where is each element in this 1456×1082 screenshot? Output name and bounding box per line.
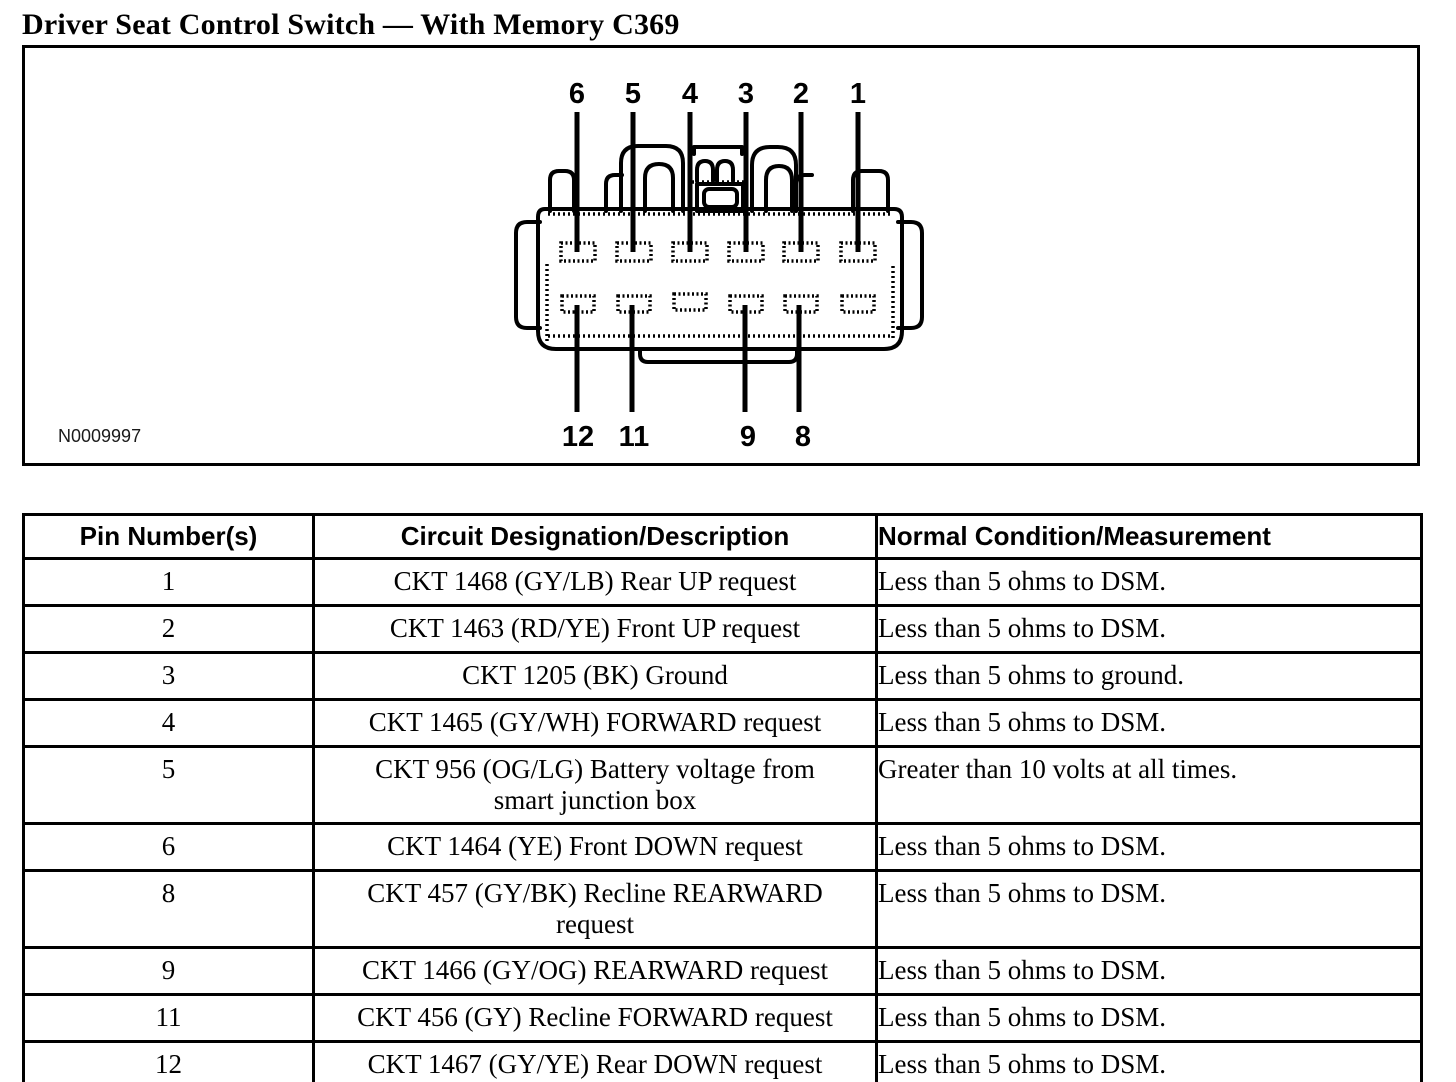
connector-body-outline — [536, 207, 904, 351]
table-header-row: Pin Number(s) Circuit Designation/Descri… — [22, 513, 1423, 560]
pin-number-cell: 6 — [22, 822, 315, 872]
cavity-top-4 — [671, 241, 709, 263]
table-row-pin-11: 11 CKT 456 (GY) Recline FORWARD request … — [22, 993, 1423, 1043]
pin-label-4: 4 — [682, 78, 698, 110]
circuit-cell: CKT 456 (GY) Recline FORWARD request — [312, 993, 878, 1043]
table-row-pin-6: 6 CKT 1464 (YE) Front DOWN request Less … — [22, 822, 1423, 872]
table-row-pin-8: 8 CKT 457 (GY/BK) Recline REARWARD reque… — [22, 869, 1423, 949]
table-row-pin-2: 2 CKT 1463 (RD/YE) Front UP request Less… — [22, 604, 1423, 654]
page-title: Driver Seat Control Switch — With Memory… — [22, 8, 680, 41]
latch-right-arch-outer — [750, 145, 798, 213]
pin-number-cell: 8 — [22, 869, 315, 949]
pin-label-3: 3 — [738, 78, 754, 110]
circuit-cell: CKT 1463 (RD/YE) Front UP request — [312, 604, 878, 654]
pin-number-cell: 5 — [22, 745, 315, 825]
latch-left-arch-inner — [643, 162, 675, 213]
cavity-bottom-7 — [840, 294, 876, 314]
pin-label-8: 8 — [795, 421, 811, 453]
cavity-top-1 — [839, 241, 877, 263]
latch-left-arch-outer — [619, 144, 685, 213]
cavity-top-5 — [615, 241, 653, 263]
header-circuit-designation: Circuit Designation/Description — [312, 513, 878, 560]
connector-diagram-drawing: 6 5 4 3 2 1 12 11 9 8 — [514, 78, 924, 453]
pin-label-6: 6 — [569, 78, 585, 110]
figure-id: N0009997 — [58, 426, 142, 446]
pin-number-cell: 3 — [22, 651, 315, 701]
pin-label-2: 2 — [793, 78, 809, 110]
connector-diagram-panel: 6 5 4 3 2 1 12 11 9 8 N0009997 — [22, 45, 1420, 466]
table-row-pin-4: 4 CKT 1465 (GY/WH) FORWARD request Less … — [22, 698, 1423, 748]
latch-plateau — [692, 145, 744, 156]
condition-cell: Less than 5 ohms to DSM. — [875, 946, 1423, 996]
cavity-top-2 — [782, 241, 820, 263]
table-row-pin-12: 12 CKT 1467 (GY/YE) Rear DOWN request Le… — [22, 1040, 1423, 1082]
pin-number-cell: 2 — [22, 604, 315, 654]
latch-window-inner — [702, 187, 739, 209]
connector-bottom-tray — [638, 348, 799, 364]
pin-label-11: 11 — [619, 421, 650, 453]
table-row-pin-1: 1 CKT 1468 (GY/LB) Rear UP request Less … — [22, 557, 1423, 607]
pin-label-12: 12 — [562, 421, 594, 453]
cavity-top-3 — [727, 241, 765, 263]
condition-cell: Less than 5 ohms to ground. — [875, 651, 1423, 701]
latch-right-arch-inner — [764, 164, 794, 213]
latch-small-arch-1 — [695, 159, 715, 183]
latch-right-step — [794, 173, 814, 213]
circuit-cell: CKT 457 (GY/BK) Recline REARWARD request — [312, 869, 878, 949]
connector-top-tab-left — [548, 169, 576, 213]
condition-cell: Less than 5 ohms to DSM. — [875, 1040, 1423, 1082]
connector-right-ear — [896, 220, 924, 330]
condition-cell: Less than 5 ohms to DSM. — [875, 869, 1423, 949]
cavity-bottom-10 — [672, 292, 708, 312]
table-row-pin-3: 3 CKT 1205 (BK) Ground Less than 5 ohms … — [22, 651, 1423, 701]
pin-number-cell: 9 — [22, 946, 315, 996]
condition-cell: Less than 5 ohms to DSM. — [875, 604, 1423, 654]
header-pin-numbers: Pin Number(s) — [22, 513, 315, 560]
pin-number-cell: 4 — [22, 698, 315, 748]
circuit-cell: CKT 1466 (GY/OG) REARWARD request — [312, 946, 878, 996]
circuit-cell: CKT 1467 (GY/YE) Rear DOWN request — [312, 1040, 878, 1082]
latch-left-step — [604, 173, 624, 213]
pin-label-9: 9 — [740, 421, 756, 453]
circuit-cell: CKT 956 (OG/LG) Battery voltage from sma… — [312, 745, 878, 825]
header-normal-condition: Normal Condition/Measurement — [875, 513, 1423, 560]
circuit-cell: CKT 1465 (GY/WH) FORWARD request — [312, 698, 878, 748]
pin-number-cell: 1 — [22, 557, 315, 607]
pinout-table: Pin Number(s) Circuit Designation/Descri… — [22, 513, 1423, 1082]
condition-cell: Greater than 10 volts at all times. — [875, 745, 1423, 825]
connector-top-tab-right — [851, 169, 890, 213]
circuit-cell: CKT 1468 (GY/LB) Rear UP request — [312, 557, 878, 607]
pin-label-1: 1 — [850, 78, 866, 110]
condition-cell: Less than 5 ohms to DSM. — [875, 993, 1423, 1043]
condition-cell: Less than 5 ohms to DSM. — [875, 698, 1423, 748]
cavity-top-6 — [559, 241, 597, 263]
condition-cell: Less than 5 ohms to DSM. — [875, 557, 1423, 607]
pin-number-cell: 11 — [22, 993, 315, 1043]
latch-small-arch-2 — [715, 159, 735, 183]
table-row-pin-9: 9 CKT 1466 (GY/OG) REARWARD request Less… — [22, 946, 1423, 996]
pin-label-5: 5 — [625, 78, 641, 110]
circuit-cell: CKT 1205 (BK) Ground — [312, 651, 878, 701]
circuit-cell: CKT 1464 (YE) Front DOWN request — [312, 822, 878, 872]
latch-window-outer — [695, 182, 745, 213]
pin-number-cell: 12 — [22, 1040, 315, 1082]
connector-left-ear — [514, 220, 542, 330]
condition-cell: Less than 5 ohms to DSM. — [875, 822, 1423, 872]
table-row-pin-5: 5 CKT 956 (OG/LG) Battery voltage from s… — [22, 745, 1423, 825]
